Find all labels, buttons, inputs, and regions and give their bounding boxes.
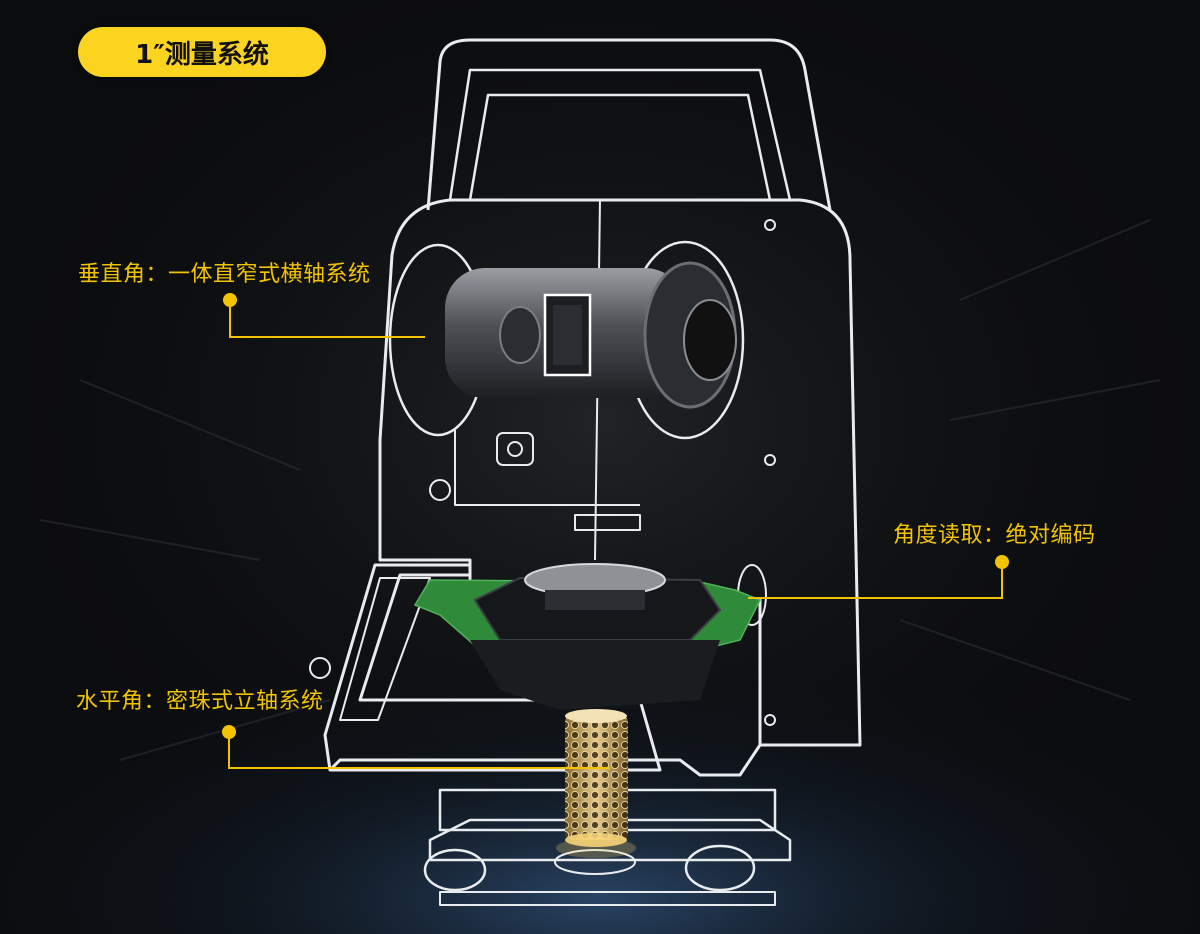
leader-dots [222, 293, 1009, 739]
leader-line-reading [748, 562, 1003, 599]
horizontal-axis-drum [445, 261, 737, 409]
callout-horizontal-angle: 水平角：密珠式立轴系统 [76, 689, 324, 714]
leader-line-horizontal [228, 732, 610, 769]
vertical-axis-bearing [556, 709, 636, 858]
leader-line-vertical [229, 300, 425, 338]
title-badge: 1″测量系统 [78, 27, 326, 77]
encoder-board [413, 563, 762, 710]
title-badge-text: 1″测量系统 [135, 39, 269, 70]
leader-lines [228, 300, 1003, 769]
leader-dot-horizontal [222, 725, 236, 739]
leader-dot-reading [995, 555, 1009, 569]
instrument-outline [309, 38, 862, 906]
callout-vertical-angle: 垂直角：一体直窄式横轴系统 [78, 262, 371, 287]
callout-angle-reading: 角度读取：绝对编码 [893, 523, 1096, 548]
leader-dot-vertical [223, 293, 237, 307]
